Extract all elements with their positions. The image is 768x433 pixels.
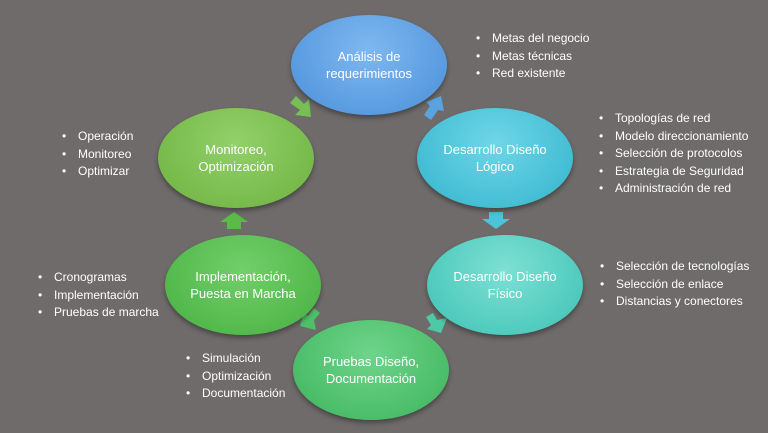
list-item: Cronogramas <box>38 269 159 287</box>
arrow-analisis-to-logico <box>424 96 444 120</box>
list-item: Pruebas de marcha <box>38 304 159 322</box>
list-item: Metas del negocio <box>476 30 589 48</box>
list-logico: Topologías de red Modelo direccionamient… <box>599 110 748 198</box>
arrow-pruebas-to-implementacion <box>300 308 320 330</box>
list-item: Optimizar <box>62 163 133 181</box>
list-item: Metas técnicas <box>476 48 589 66</box>
list-item: Selección de protocolos <box>599 145 748 163</box>
node-analisis-requerimientos: Análisis de requerimientos <box>291 15 447 115</box>
node-label: Análisis de requerimientos <box>326 49 412 81</box>
list-monitoreo: Operación Monitoreo Optimizar <box>62 128 133 181</box>
node-implementacion: Implementación, Puesta en Marcha <box>165 235 321 335</box>
list-item: Implementación <box>38 287 159 305</box>
list-item: Optimización <box>186 368 285 386</box>
arrow-logico-to-fisico <box>482 212 510 229</box>
list-item: Distancias y conectores <box>600 293 749 311</box>
node-label: Monitoreo, Optimización <box>198 142 274 174</box>
list-analisis: Metas del negocio Metas técnicas Red exi… <box>476 30 589 83</box>
list-item: Documentación <box>186 385 285 403</box>
node-label: Desarrollo Diseño Físico <box>453 269 557 301</box>
list-item: Simulación <box>186 350 285 368</box>
arrow-implementacion-to-monitoreo <box>220 212 248 229</box>
list-item: Estrategia de Seguridad <box>599 163 748 181</box>
node-label: Desarrollo Diseño Lógico <box>443 142 547 174</box>
list-item: Operación <box>62 128 133 146</box>
arrow-fisico-to-pruebas <box>426 313 447 333</box>
list-fisico: Selección de tecnologías Selección de en… <box>600 258 749 311</box>
node-diseno-logico: Desarrollo Diseño Lógico <box>417 108 573 208</box>
node-pruebas-documentacion: Pruebas Diseño, Documentación <box>293 320 449 420</box>
node-diseno-fisico: Desarrollo Diseño Físico <box>427 235 583 335</box>
node-label: Pruebas Diseño, Documentación <box>322 354 420 386</box>
list-item: Selección de tecnologías <box>600 258 749 276</box>
node-label: Implementación, Puesta en Marcha <box>190 269 296 301</box>
list-item: Topologías de red <box>599 110 748 128</box>
list-item: Administración de red <box>599 180 748 198</box>
list-item: Red existente <box>476 65 589 83</box>
list-pruebas: Simulación Optimización Documentación <box>186 350 285 403</box>
list-implementacion: Cronogramas Implementación Pruebas de ma… <box>38 269 159 322</box>
list-item: Modelo direccionamiento <box>599 128 748 146</box>
node-monitoreo: Monitoreo, Optimización <box>158 108 314 208</box>
list-item: Monitoreo <box>62 146 133 164</box>
list-item: Selección de enlace <box>600 276 749 294</box>
arrow-monitoreo-to-analisis <box>290 96 311 117</box>
